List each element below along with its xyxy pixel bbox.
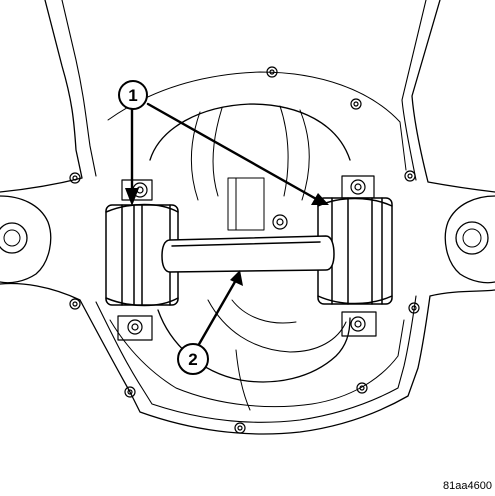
bolt-hole [127,389,133,395]
bearing-cap-bolt [127,319,143,335]
bolt-hole [266,66,278,78]
callout-label-2: 2 [188,350,197,369]
bearing-cap-bolt [350,316,366,332]
bearing-cap-bolt-boss [341,175,375,199]
bearing-cap-bolt [350,179,366,195]
arrowhead-2 [230,270,243,286]
cavity-lower-contour [207,299,347,411]
bolt-hole [411,305,417,311]
bolt-hole [124,386,136,398]
left-ear-hole [0,222,28,254]
bolt-hole [269,69,275,75]
cavity-rib-right [279,105,310,201]
spreader-bar [161,235,335,273]
arrowhead-1-right [311,193,329,205]
bolt-hole [72,301,78,307]
callout-circle-1 [118,80,148,110]
housing-flange-inner [107,71,407,408]
leader-line-1-right [146,102,320,202]
callout-circle-2 [177,343,209,375]
bolt-hole [350,98,362,110]
left-ear-hole-inner [3,229,21,247]
bolt-hole [359,385,365,391]
figure-id: 81aa4600 [443,480,492,492]
right-ear-hole [455,221,489,255]
housing-outer-outline [0,0,495,435]
bolt-hole [408,302,420,314]
bolt-hole [404,170,416,182]
bolt-hole [407,173,413,179]
arrowhead-1-left [125,188,139,206]
bearing-cap-bolt-boss [117,315,153,341]
bearing-cap-bolt-boss [121,179,153,201]
leader-lines [130,102,320,348]
right-ear-hole-inner [462,228,482,248]
bolt-hole [69,298,81,310]
cavity-center-boss [227,177,265,231]
bolt-hole [237,425,243,431]
bolt-hole [353,101,359,107]
leader-arrowheads [125,188,329,286]
right-mounting-ear [444,195,495,284]
bolt-hole [356,382,368,394]
callout-label-1: 1 [128,86,137,105]
cavity-rib-left [191,107,223,201]
bolt-hole [69,172,81,184]
spreader-bar-body [161,235,335,273]
center-bolt [276,218,284,226]
bearing-cap-bolt-boss [341,311,377,337]
bolt-hole [72,175,78,181]
bearing-cap-bolt [354,183,362,191]
spreader-bar-highlight [171,241,321,247]
bearing-cap-bolt [354,320,362,328]
center-bolt [272,214,288,230]
leader-line-2 [196,278,238,348]
left-mounting-ear [0,195,52,284]
housing-outer-outline-2 [61,0,427,423]
bolt-hole [234,422,246,434]
bearing-cap-bolt [131,323,139,331]
